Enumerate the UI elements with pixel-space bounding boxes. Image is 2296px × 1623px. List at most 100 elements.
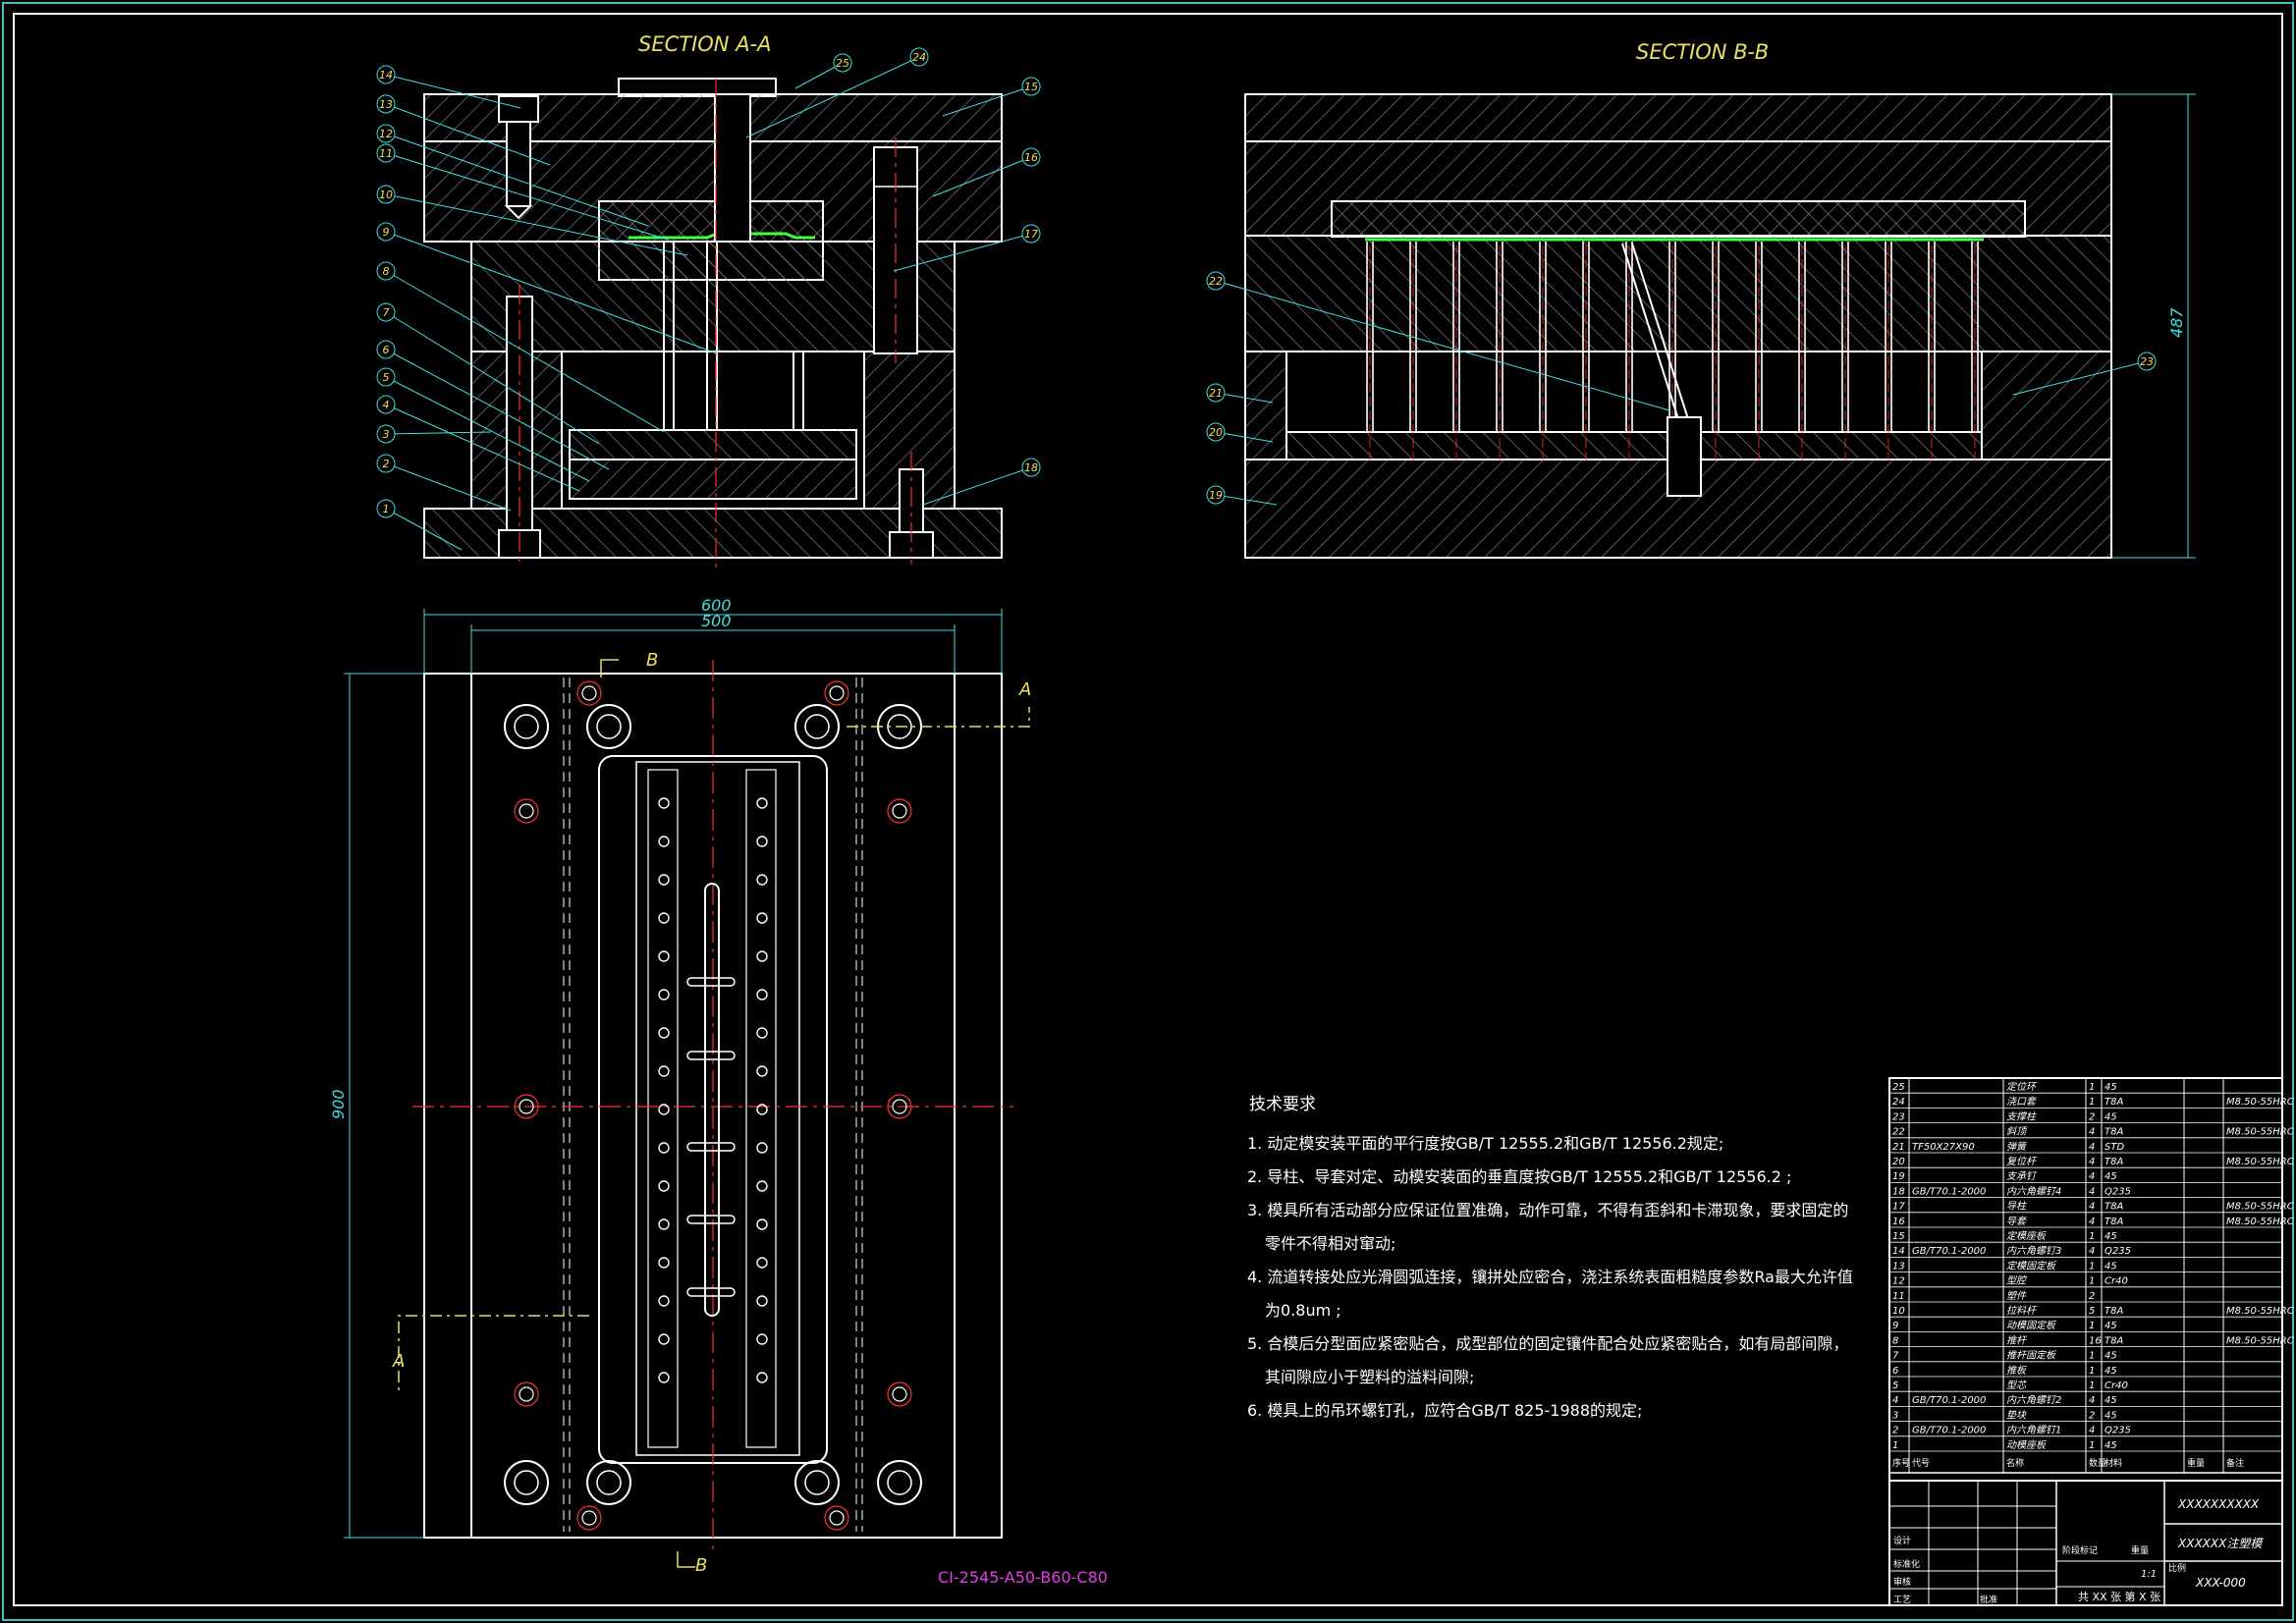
- balloon-number: 16: [1024, 151, 1038, 164]
- balloon-number: 24: [912, 51, 926, 64]
- bom-cell: T8A: [2105, 1306, 2123, 1317]
- ejector-pin-hole: [658, 1295, 670, 1307]
- guide-bushing-inner: [804, 714, 830, 739]
- guide-bushing-inner: [804, 1470, 830, 1495]
- bom-cell: 垫块: [2006, 1409, 2027, 1421]
- bom-cell: T8A: [2105, 1335, 2123, 1346]
- section-a-a: SECTION A-A: [423, 32, 1003, 569]
- title-drawing-title: XXXXXX注塑模: [2177, 1537, 2264, 1550]
- screw-hole: [887, 1094, 912, 1119]
- screw-hole: [576, 1505, 602, 1531]
- guide-bushing-hole: [794, 704, 840, 749]
- bom-cell: 导柱: [2006, 1201, 2028, 1213]
- balloon-number: 9: [383, 226, 390, 239]
- leader-line: [385, 508, 463, 551]
- screw-hole: [824, 680, 849, 706]
- balloon-number: 15: [1024, 81, 1038, 93]
- leader-line: [385, 231, 718, 354]
- balloon-number: 22: [1209, 275, 1223, 288]
- bom-cell: 2: [2089, 1291, 2095, 1302]
- leader-line: [385, 103, 551, 166]
- guide-bushing-inner: [596, 714, 622, 739]
- screw-hole-inner: [519, 1386, 534, 1402]
- guide-bushing-inner: [514, 714, 539, 739]
- balloon-circle: [1021, 224, 1041, 243]
- bom-cell: 20: [1892, 1157, 1905, 1167]
- ejector-retainer: [569, 429, 857, 460]
- b-top-plate: [1244, 93, 2112, 142]
- balloon-circle: [909, 47, 929, 67]
- bom-cell: 45: [2105, 1111, 2117, 1122]
- leader-line: [893, 233, 1032, 272]
- bom-cell: 8: [1892, 1335, 1898, 1346]
- balloon-number: 14: [379, 69, 393, 81]
- bom-cell: 24: [1892, 1097, 1905, 1108]
- balloon-circle: [2137, 352, 2157, 371]
- bom-cell: 1: [2089, 1321, 2095, 1331]
- tech-req-line: 其间隙应小于塑料的溢料间隙;: [1265, 1368, 1474, 1386]
- guide-bushing-inner: [887, 1470, 912, 1495]
- ejector-pin-hole: [756, 950, 768, 962]
- balloon-number: 25: [836, 57, 849, 70]
- bom-cell: 弹簧: [2006, 1141, 2028, 1153]
- bom-cell: 定位环: [2006, 1081, 2038, 1093]
- leader-line: [932, 156, 1032, 197]
- title-block-label: 重量: [2131, 1544, 2149, 1556]
- dim-width-inner: 500: [701, 612, 732, 630]
- bom-header-cell: 材料: [2105, 1457, 2122, 1469]
- leader-line: [385, 431, 492, 435]
- ejector-pin-hole: [658, 836, 670, 847]
- bom-header-cell: 名称: [2006, 1457, 2024, 1469]
- bom-cell: 1: [2089, 1097, 2095, 1108]
- bom-header-cell: 备注: [2226, 1457, 2244, 1469]
- screw-hole: [576, 680, 602, 706]
- section-b-b: SECTION B-B 487: [1244, 40, 2196, 559]
- plan-holes: [504, 680, 922, 1531]
- dim-height-plan: 900: [329, 1089, 348, 1119]
- bom-cell: 定模固定板: [2006, 1260, 2057, 1271]
- title-block-label: 工艺: [1893, 1595, 1911, 1605]
- leader-line: [942, 85, 1032, 117]
- bom-cell: 动模座板: [2006, 1439, 2048, 1451]
- ejector-pin-hole: [658, 1257, 670, 1269]
- balloon-number: 12: [379, 128, 393, 140]
- tech-req-line: 2. 导柱、导套对定、动模安装面的垂直度按GB/T 12555.2和GB/T 1…: [1247, 1167, 1791, 1186]
- balloon-circle: [1021, 147, 1041, 167]
- leader-line: [385, 152, 669, 241]
- ejector-pin-hole: [756, 989, 768, 1001]
- screw-hole-inner: [892, 1099, 907, 1114]
- bom-cell: T8A: [2105, 1097, 2123, 1108]
- balloon-number: 6: [383, 344, 390, 356]
- bom-cell: GB/T70.1-2000: [1912, 1395, 1986, 1406]
- title-drawing-no: XXX-000: [2195, 1576, 2246, 1590]
- bom-cell: 动模固定板: [2006, 1320, 2057, 1331]
- dim-width-outer: 600: [701, 596, 732, 615]
- drawing-code: CI-2545-A50-B60-C80: [938, 1568, 1108, 1587]
- screw-hole-inner: [892, 803, 907, 819]
- b-ejector-plate: [1285, 431, 1983, 460]
- guide-bushing-inner: [514, 1470, 539, 1495]
- balloon-circle: [376, 185, 396, 204]
- leader-line: [385, 311, 600, 445]
- bom-cell: 型芯: [2006, 1380, 2028, 1391]
- bom-cell: M8.50-55HRC: [2226, 1127, 2294, 1138]
- title-scale: 1:1: [2141, 1569, 2157, 1580]
- screw-hole-inner: [892, 1386, 907, 1402]
- section-mark-a-right: A: [1018, 679, 1031, 700]
- bom-cell: 4: [2089, 1395, 2095, 1406]
- bom-cell: 1: [2089, 1082, 2095, 1093]
- bom-cell: 22: [1892, 1127, 1905, 1138]
- bom-cell: 1: [2089, 1231, 2095, 1242]
- bom-cell: 1: [2089, 1366, 2095, 1377]
- screw-hole: [887, 798, 912, 824]
- bom-cell: 6: [1892, 1366, 1898, 1377]
- guide-bushing-inner: [596, 1470, 622, 1495]
- balloon-number: 4: [383, 399, 390, 411]
- screw-hole: [824, 1505, 849, 1531]
- balloon-circle: [376, 367, 396, 387]
- balloon-circle: [833, 53, 852, 73]
- guide-bushing-hole: [794, 1460, 840, 1505]
- bom-cell: 14: [1892, 1246, 1905, 1257]
